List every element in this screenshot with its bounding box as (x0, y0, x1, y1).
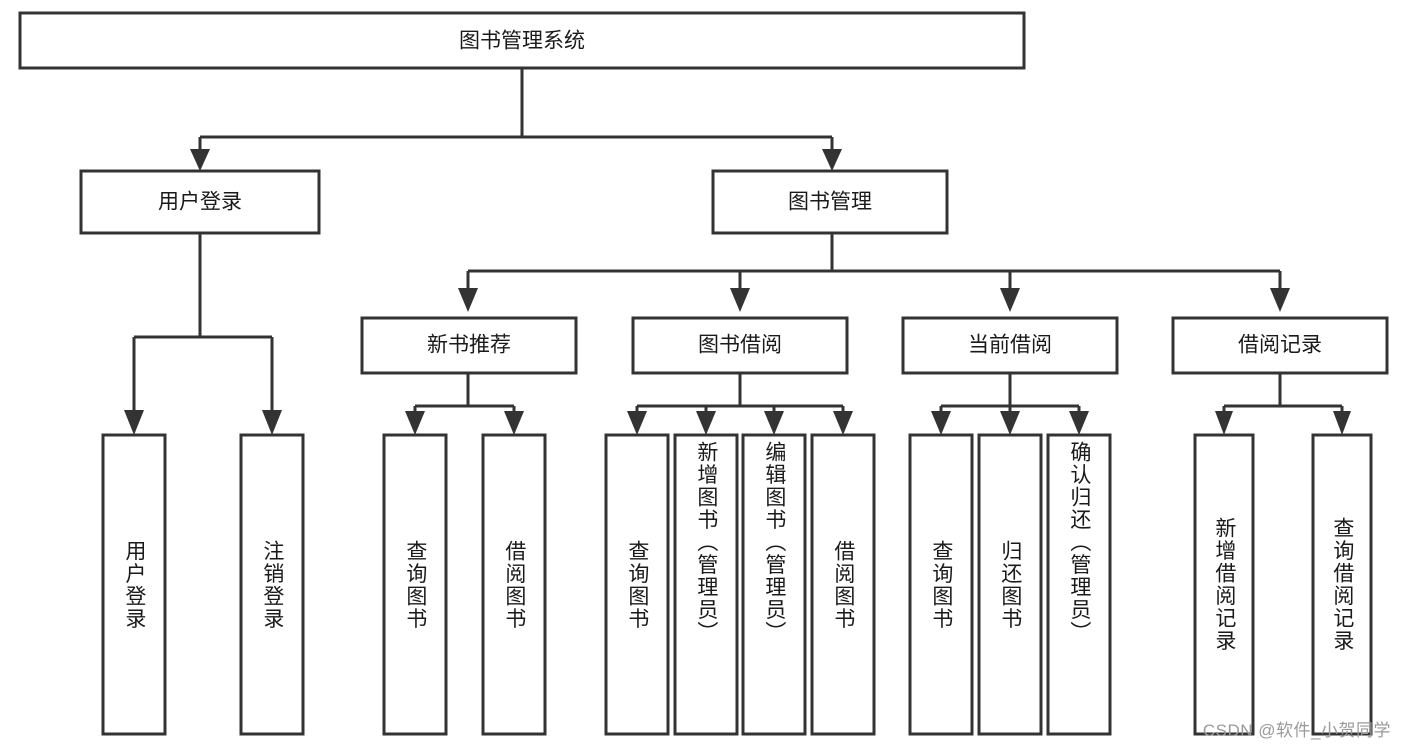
node-box-user-login[interactable] (79, 169, 321, 235)
node-box-leaf-borrow-book-1[interactable] (481, 433, 547, 736)
node-box-leaf-borrow-book-2[interactable] (810, 433, 876, 736)
node-box-borrow-record[interactable] (1171, 316, 1389, 375)
node-label-borrow-record: 借阅记录 (1238, 334, 1322, 357)
node-box-book-borrow[interactable] (631, 316, 849, 375)
node-box-leaf-query-record[interactable] (1311, 433, 1373, 736)
connectors-layer (124, 68, 1351, 435)
arrowhead-leaf-logout-login (262, 410, 282, 435)
node-box-leaf-edit-book[interactable] (741, 433, 807, 736)
node-box-current-borrow[interactable] (901, 316, 1119, 375)
arrowhead-leaf-edit-book (764, 411, 784, 435)
watermark-text: CSDN @软件_小贺同学 (1202, 721, 1391, 740)
node-box-leaf-logout-login[interactable] (239, 433, 305, 736)
arrowhead-user-login (190, 149, 210, 171)
nodes-layer: 图书管理系统 用户登录 图书管理 新书推荐 图书借阅 当前借阅 借阅记录 (18, 11, 1389, 736)
node-label-book-management: 图书管理 (788, 191, 872, 214)
arrowhead-leaf-borrow-book-1 (504, 411, 524, 435)
arrowhead-leaf-confirm-return (1069, 411, 1089, 435)
node-box-book-management[interactable] (711, 169, 949, 235)
arrowhead-leaf-query-book-1 (405, 411, 425, 435)
node-box-leaf-query-book-1[interactable] (382, 433, 448, 736)
node-box-leaf-add-book[interactable] (673, 433, 739, 736)
node-label-current-borrow: 当前借阅 (968, 334, 1052, 357)
node-label-new-book-recommend: 新书推荐 (427, 334, 511, 357)
node-box-leaf-query-book-3[interactable] (908, 433, 974, 736)
node-box-leaf-add-record[interactable] (1193, 433, 1255, 736)
arrowhead-leaf-user-login (124, 410, 144, 435)
node-box-leaf-return-book[interactable] (977, 433, 1043, 736)
arrowhead-borrow-record (1270, 288, 1290, 312)
node-box-leaf-confirm-return[interactable] (1046, 433, 1112, 736)
arrowhead-book-borrow (730, 288, 750, 312)
arrowhead-current-borrow (1000, 288, 1020, 312)
arrowhead-leaf-borrow-book-2 (833, 411, 853, 435)
node-label-book-borrow: 图书借阅 (698, 334, 782, 357)
arrowhead-leaf-query-book-3 (931, 411, 951, 435)
arrowhead-leaf-query-book-2 (627, 411, 647, 435)
node-box-leaf-query-book-2[interactable] (604, 433, 670, 736)
arrowhead-leaf-query-record (1333, 411, 1351, 435)
node-box-leaf-user-login[interactable] (101, 433, 167, 736)
node-box-root[interactable] (18, 11, 1026, 70)
arrowhead-book-management (822, 149, 842, 171)
node-label-root: 图书管理系统 (459, 30, 585, 53)
arrowhead-leaf-add-book (696, 411, 716, 435)
node-label-user-login: 用户登录 (158, 191, 242, 214)
arrowhead-leaf-add-record (1215, 411, 1233, 435)
arrowhead-leaf-return-book (1000, 411, 1020, 435)
node-box-new-book-recommend[interactable] (360, 316, 578, 375)
arrowhead-new-book-recommend (458, 288, 478, 312)
